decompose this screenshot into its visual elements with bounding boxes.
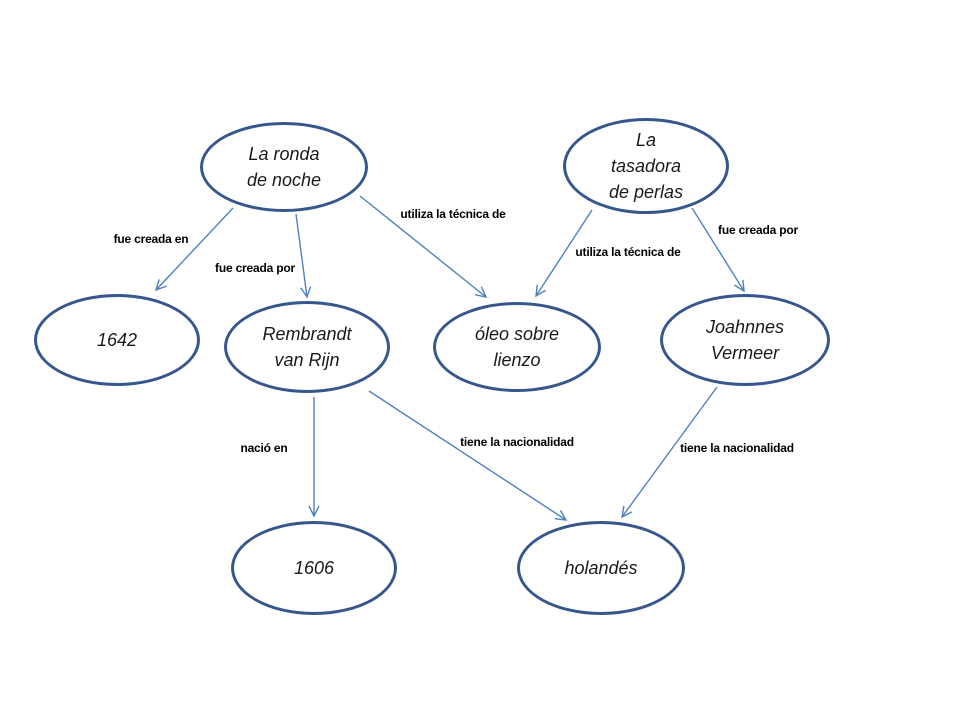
edge-line-fue-creada-en[interactable] <box>154 207 234 292</box>
edge-label-fue-creada-en[interactable]: fue creada en <box>113 232 189 246</box>
node-la-tasadora-de-perlas[interactable]: La tasadora de perlas <box>563 118 729 214</box>
edge-label-utiliza-tecnica-tasadora[interactable]: utiliza la técnica de <box>575 245 681 259</box>
edge-label-nacionalidad-vermeer[interactable]: tiene la nacionalidad <box>680 441 794 455</box>
edge-line-fue-creada-por-rembrandt[interactable] <box>295 213 312 299</box>
edge-label-nacio-en[interactable]: nació en <box>240 441 288 455</box>
node-1642[interactable]: 1642 <box>34 294 200 386</box>
edge-label-fue-creada-por-vermeer[interactable]: fue creada por <box>718 223 798 237</box>
edge-line-nacionalidad-rembrandt[interactable] <box>368 390 568 521</box>
edge-line-utiliza-tecnica-tasadora[interactable] <box>535 209 593 298</box>
edge-line-nacionalidad-vermeer[interactable] <box>621 386 718 519</box>
edge-line-utiliza-tecnica-ronda[interactable] <box>359 195 488 298</box>
node-joahnnes-vermeer[interactable]: Joahnnes Vermeer <box>660 294 830 386</box>
edge-label-fue-creada-por-rembrandt[interactable]: fue creada por <box>215 261 295 275</box>
node-rembrandt-van-rijn[interactable]: Rembrandt van Rijn <box>224 301 390 393</box>
edge-label-nacionalidad-rembrandt[interactable]: tiene la nacionalidad <box>460 435 574 449</box>
node-holandes[interactable]: holandés <box>517 521 685 615</box>
node-1606[interactable]: 1606 <box>231 521 397 615</box>
edge-line-fue-creada-por-vermeer[interactable] <box>691 207 745 293</box>
node-la-ronda-de-noche[interactable]: La ronda de noche <box>200 122 368 212</box>
node-oleo-sobre-lienzo[interactable]: óleo sobre lienzo <box>433 302 601 392</box>
edge-label-utiliza-tecnica-ronda[interactable]: utiliza la técnica de <box>400 207 506 221</box>
